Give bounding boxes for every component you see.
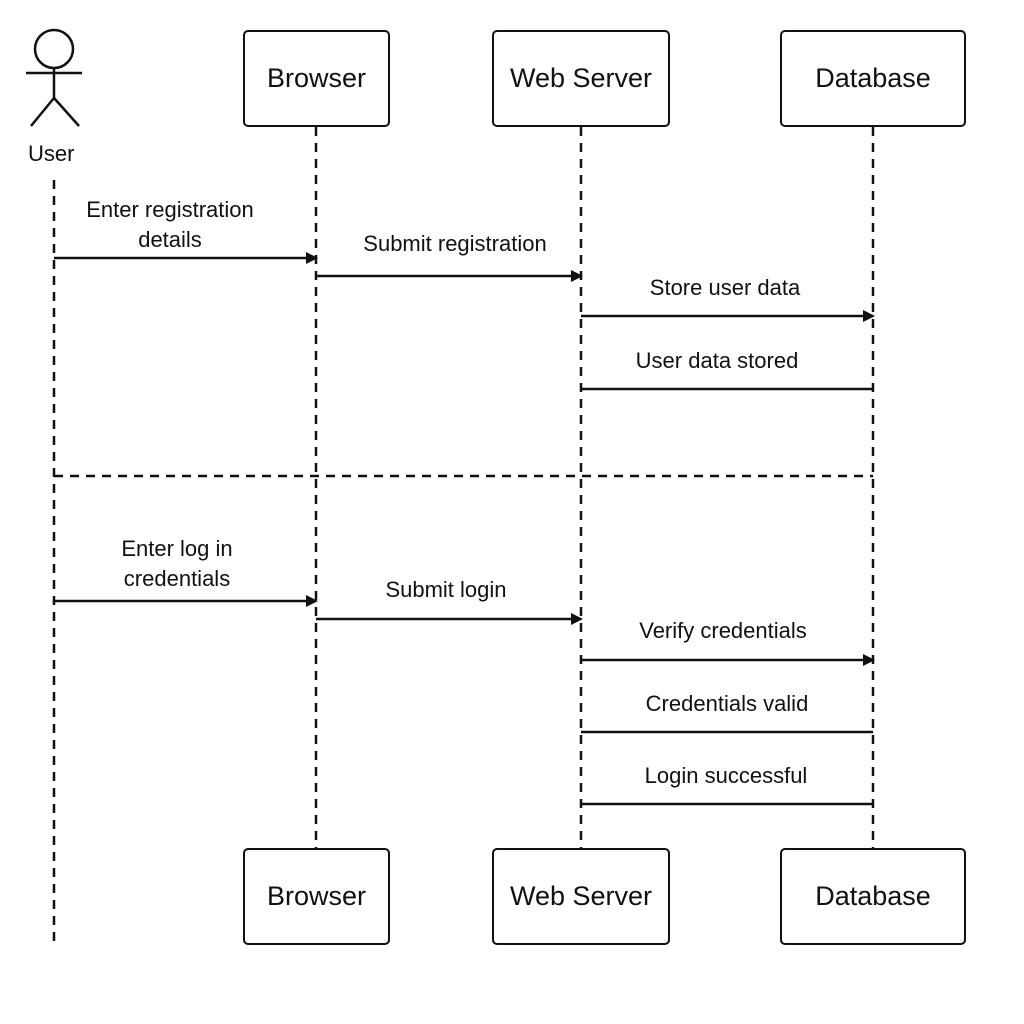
actor-label: User xyxy=(28,141,75,166)
message-label-line: details xyxy=(138,227,202,252)
message-label-line: Enter log in xyxy=(121,536,233,561)
message-label: Credentials valid xyxy=(602,689,852,719)
participant-database-top: Database xyxy=(780,30,966,127)
message-label-line: Enter registration xyxy=(86,197,254,222)
user-actor-icon xyxy=(26,28,82,127)
message-label-line: User data stored xyxy=(635,348,799,373)
message-label-line: Login successful xyxy=(644,763,808,788)
participant-web-server-top: Web Server xyxy=(492,30,670,127)
message-label: Verify credentials xyxy=(598,616,848,646)
message-label: Submit login xyxy=(321,575,571,605)
message-label-line: Store user data xyxy=(649,275,801,300)
message-label: Submit registration xyxy=(330,229,580,259)
message-label: Store user data xyxy=(600,273,850,303)
message-label: User data stored xyxy=(592,346,842,376)
message-label: Login successful xyxy=(601,761,851,791)
participant-browser-bottom: Browser xyxy=(243,848,390,945)
message-label-line: credentials xyxy=(123,566,231,591)
message-label: Enter log in credentials xyxy=(57,534,297,594)
message-label: Enter registration details xyxy=(50,195,290,255)
participant-web-server-bottom: Web Server xyxy=(492,848,670,945)
participant-browser-top: Browser xyxy=(243,30,390,127)
message-label-line: Submit registration xyxy=(363,231,547,256)
message-label-line: Credentials valid xyxy=(645,691,809,716)
message-label-line: Submit login xyxy=(385,577,507,602)
participant-database-bottom: Database xyxy=(780,848,966,945)
message-label-line: Verify credentials xyxy=(639,618,807,643)
